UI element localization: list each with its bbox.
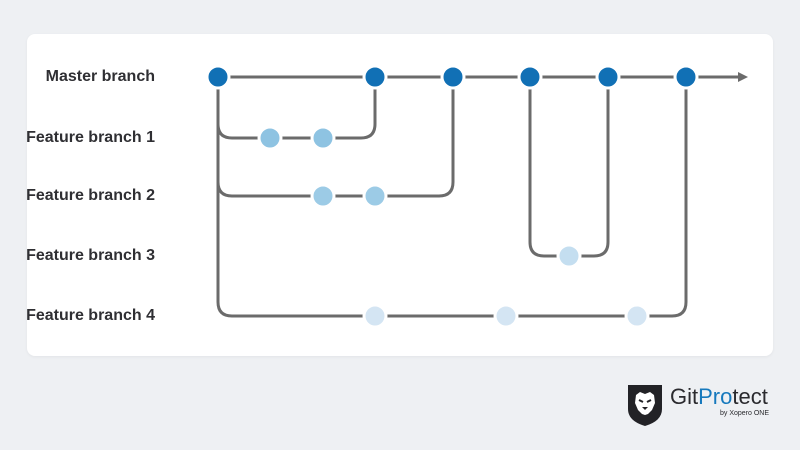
master-arrow-head: [738, 72, 748, 82]
feature-branch-4-commits: [362, 303, 650, 329]
logo-text-tect: tect: [732, 384, 768, 409]
logo-wordmark: GitProtect: [670, 383, 768, 411]
feature-2-commit: [310, 183, 336, 209]
master-commit: [205, 64, 231, 90]
feature-4-commit: [493, 303, 519, 329]
master-commit: [673, 64, 699, 90]
lion-shield-icon: [628, 385, 662, 426]
feature-branch-2-commits: [310, 183, 388, 209]
feature-3-commit: [556, 243, 582, 269]
gitprotect-logo: GitProtect by Xopero ONE: [626, 383, 776, 429]
label-feature-branch-2: Feature branch 2: [26, 187, 155, 204]
label-master-branch: Master branch: [45, 68, 155, 85]
master-commit: [362, 64, 388, 90]
label-feature-branch-4: Feature branch 4: [26, 307, 155, 324]
logo-text-pro: Pro: [698, 384, 733, 409]
master-commits: [205, 64, 699, 90]
feature-branch-3-path: [528, 75, 610, 258]
feature-2-commit: [362, 183, 388, 209]
feature-branch-3-commits: [556, 243, 582, 269]
feature-1-commit: [257, 125, 283, 151]
label-feature-branch-1: Feature branch 1: [26, 129, 155, 146]
feature-branch-1-path: [216, 75, 377, 140]
master-commit: [517, 64, 543, 90]
diagram-card: Master branch Feature branch 1 Feature b…: [26, 34, 773, 356]
feature-1-commit: [310, 125, 336, 151]
label-feature-branch-3: Feature branch 3: [26, 247, 155, 264]
master-commit: [595, 64, 621, 90]
master-commit: [440, 64, 466, 90]
feature-4-commit: [362, 303, 388, 329]
feature-4-commit: [624, 303, 650, 329]
logo-text-git: Git: [670, 384, 699, 409]
logo-tagline: by Xopero ONE: [720, 410, 770, 417]
feature-branch-1-commits: [257, 125, 336, 151]
feature-branch-4-path: [216, 75, 688, 318]
